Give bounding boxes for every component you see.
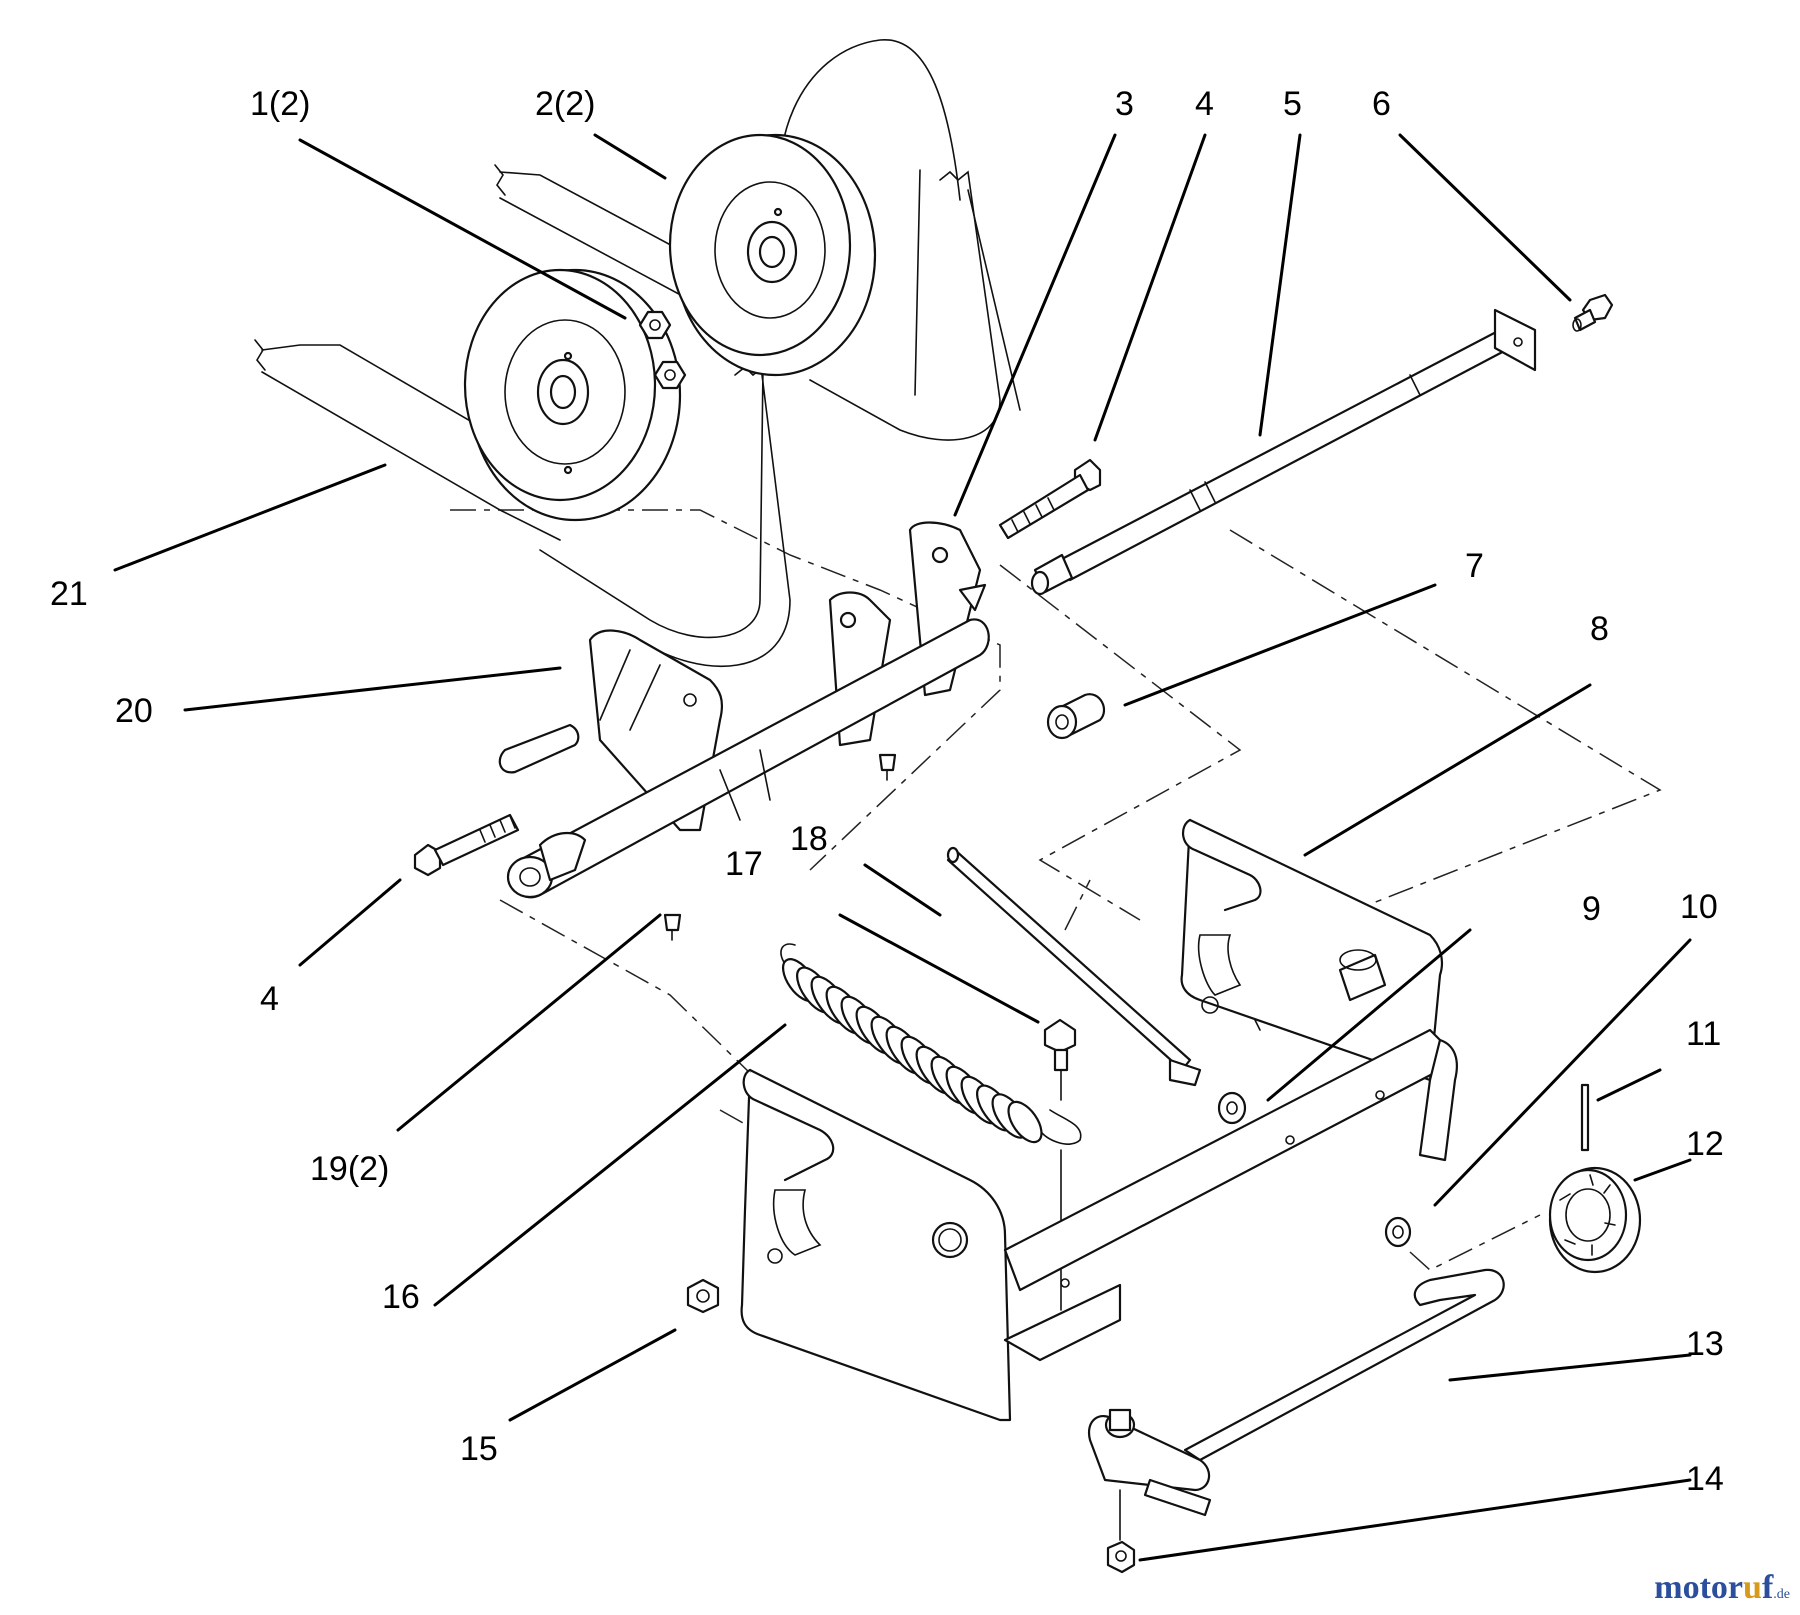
rod-part-13 bbox=[1183, 1268, 1505, 1462]
bolt-part-6 bbox=[1572, 293, 1614, 332]
bolt-left-part-4 bbox=[413, 813, 520, 877]
leader-lines bbox=[113, 133, 1692, 1562]
callout-14: 14 bbox=[1686, 1460, 1724, 1498]
callout-17: 17 bbox=[725, 845, 763, 883]
callout-6: 6 bbox=[1372, 85, 1391, 123]
pulley-lower bbox=[463, 268, 682, 522]
callout-4-right: 4 bbox=[1195, 85, 1214, 123]
callout-20: 20 bbox=[115, 692, 153, 730]
clip-part-19 bbox=[663, 753, 897, 941]
callout-13: 13 bbox=[1686, 1325, 1724, 1363]
callout-15: 15 bbox=[460, 1430, 498, 1468]
callout-8: 8 bbox=[1590, 610, 1609, 648]
callout-4-left: 4 bbox=[260, 980, 279, 1018]
spring-part-16 bbox=[780, 943, 1082, 1145]
callout-12: 12 bbox=[1686, 1125, 1724, 1163]
callout-10: 10 bbox=[1680, 888, 1718, 926]
plate-main bbox=[740, 1028, 1458, 1422]
belt-upper bbox=[494, 164, 1021, 441]
washer-part-10 bbox=[1384, 1214, 1541, 1271]
watermark-logo: motoruf.de bbox=[1654, 1569, 1790, 1606]
pivot-arm-assembly bbox=[506, 521, 990, 899]
callout-11: 11 bbox=[1686, 1015, 1721, 1053]
nut-part-14 bbox=[1106, 1540, 1136, 1574]
callout-7: 7 bbox=[1465, 547, 1484, 585]
bolt-right-part-4 bbox=[998, 458, 1102, 540]
callout-21: 21 bbox=[50, 575, 88, 613]
pulley-upper bbox=[668, 133, 877, 377]
callout-19: 19(2) bbox=[310, 1150, 389, 1188]
knob-part-12 bbox=[1548, 1166, 1642, 1274]
shaft-part-5 bbox=[1030, 308, 1537, 596]
nut-part-1 bbox=[638, 310, 687, 390]
plate-part-8 bbox=[1180, 818, 1444, 1082]
callout-16: 16 bbox=[382, 1278, 420, 1316]
nut-part-15 bbox=[686, 1278, 720, 1314]
pin-part-11 bbox=[1580, 1083, 1590, 1152]
rod-part-18 bbox=[946, 846, 1202, 1087]
callout-labels: 1(2) 2(2) 3 4 5 6 7 8 9 10 11 12 13 14 1… bbox=[50, 85, 1724, 1498]
callout-1: 1(2) bbox=[250, 85, 310, 123]
callout-18: 18 bbox=[790, 820, 828, 858]
callout-9: 9 bbox=[1582, 890, 1601, 928]
callout-2: 2(2) bbox=[535, 85, 595, 123]
callout-3: 3 bbox=[1115, 85, 1134, 123]
washer-part-9 bbox=[1217, 1091, 1247, 1125]
linkage-arm bbox=[1087, 1408, 1212, 1541]
callout-5: 5 bbox=[1283, 85, 1302, 123]
assembly-lines bbox=[450, 509, 1662, 1201]
bushing-part-7 bbox=[1046, 693, 1106, 740]
